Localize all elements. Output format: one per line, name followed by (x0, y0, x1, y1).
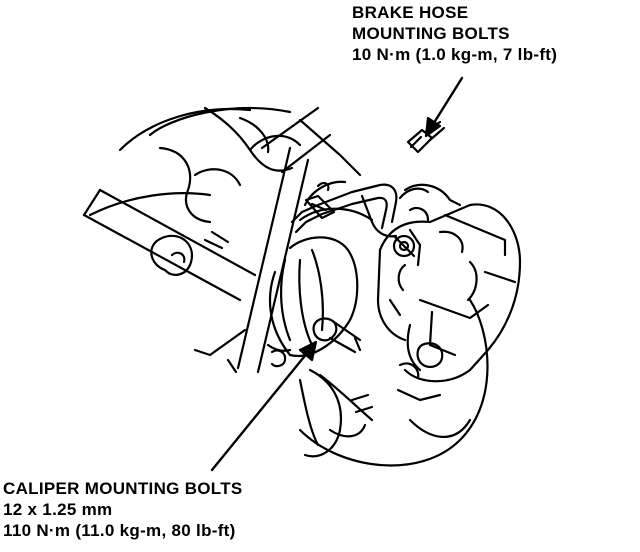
brake-hose-torque-spec: 10 N·m (1.0 kg-m, 7 lb-ft) (352, 45, 558, 64)
brake-hose (290, 181, 398, 238)
hose-bolt-arrow (424, 76, 464, 138)
brake-hose-title-line1: BRAKE HOSE (352, 3, 469, 22)
banjo-fitting (392, 234, 416, 258)
caliper-mounting-bolt (270, 317, 362, 368)
caliper-bolt-arrow (210, 340, 318, 472)
brake-hose-bolts-callout: BRAKE HOSE MOUNTING BOLTS 10 N·m (1.0 kg… (352, 2, 557, 65)
suspension-background (82, 106, 302, 302)
brake-disc (298, 298, 489, 467)
caliper-bolts-size-spec: 12 x 1.25 mm (3, 500, 113, 519)
brake-hose-title-line2: MOUNTING BOLTS (352, 24, 510, 43)
caliper-body (376, 183, 522, 383)
caliper-bolts-torque-spec: 110 N·m (11.0 kg-m, 80 lb-ft) (3, 521, 236, 540)
caliper-bolts-callout: CALIPER MOUNTING BOLTS 12 x 1.25 mm 110 … (3, 478, 243, 541)
caliper-bolts-title: CALIPER MOUNTING BOLTS (3, 479, 243, 498)
